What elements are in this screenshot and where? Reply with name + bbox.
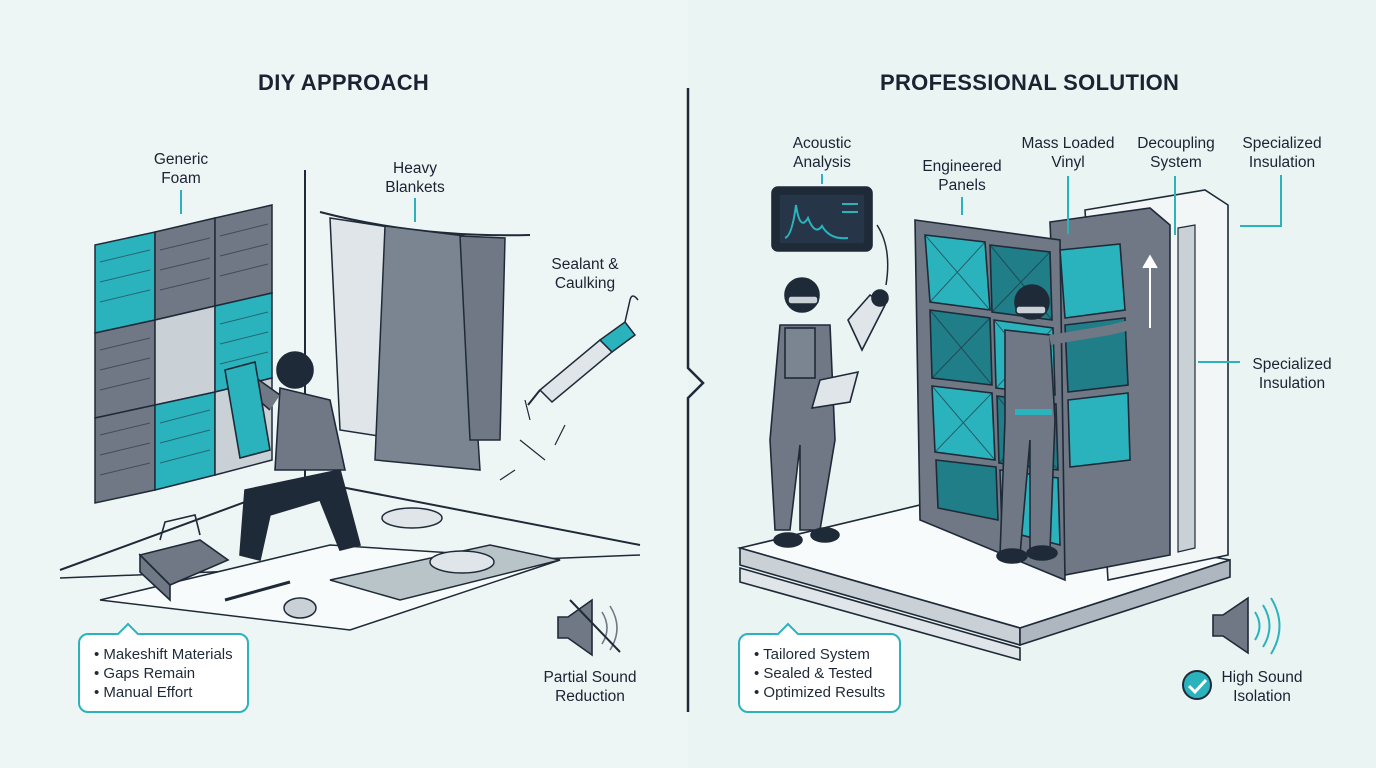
label-mass-loaded-vinyl: Mass Loaded Vinyl	[1021, 135, 1115, 171]
toolbox	[138, 514, 230, 602]
tape-roll	[283, 597, 317, 619]
egg-carton	[429, 550, 495, 574]
engineer-with-meter	[769, 277, 889, 548]
diy-worker	[224, 351, 361, 561]
muted-speaker-icon	[557, 598, 621, 657]
panel-installer	[996, 284, 1132, 564]
caulking-gun	[527, 295, 639, 406]
speaker-icon	[1212, 596, 1281, 655]
label-high-sound-isolation: High Sound Isolation	[1221, 669, 1303, 705]
label-partial-sound-reduction: Partial Sound Reduction	[543, 669, 637, 705]
label-generic-foam: Generic Foam	[153, 151, 209, 187]
heavy-blankets	[319, 211, 531, 471]
professional-callout: Tailored System Sealed & Tested Optimize…	[738, 633, 902, 713]
diy-callout: Makeshift Materials Gaps Remain Manual E…	[78, 633, 249, 713]
label-engineered-panels: Engineered Panels	[922, 158, 1002, 194]
egg-carton	[381, 507, 443, 529]
acoustic-monitor	[771, 186, 873, 252]
diy-heading: DIY APPROACH	[258, 70, 430, 95]
divider-line	[686, 88, 705, 712]
hammer	[224, 580, 291, 602]
label-acoustic-analysis: Acoustic Analysis	[792, 135, 852, 171]
decoupling-channel	[1177, 224, 1196, 553]
professional-heading: PROFESSIONAL SOLUTION	[880, 70, 1180, 95]
label-specialized-insulation-top: Specialized Insulation	[1242, 135, 1322, 171]
check-icon	[1182, 670, 1212, 700]
label-heavy-blankets: Heavy Blankets	[385, 160, 445, 196]
label-decoupling-system: Decoupling System	[1137, 135, 1215, 171]
isolation-platform	[736, 504, 1231, 662]
label-specialized-insulation-side: Specialized Insulation	[1252, 356, 1332, 392]
label-sealant-caulking: Sealant & Caulking	[551, 256, 619, 292]
